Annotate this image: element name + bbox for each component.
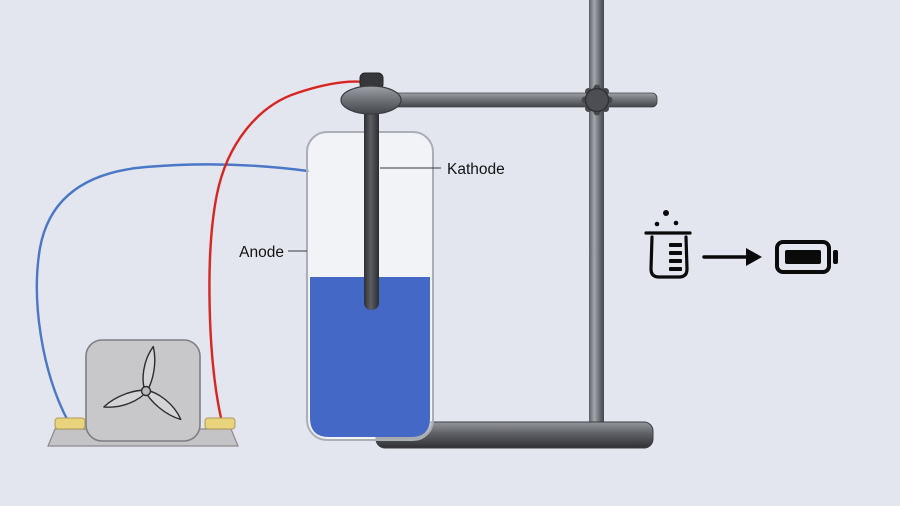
battery-icon [775, 240, 838, 274]
beaker-icon-body [649, 235, 689, 279]
battery-outline [775, 240, 831, 274]
stand-crossbar [367, 92, 658, 108]
stand-pole [589, 0, 604, 424]
clamp-knob-icon [581, 84, 613, 116]
liquid [310, 277, 430, 437]
electrode-rod [364, 84, 379, 310]
labels: Kathode Anode [239, 161, 505, 261]
wire-red [208, 80, 366, 420]
contact-pad-right [204, 417, 236, 430]
electrode [340, 72, 402, 310]
battery-charge-bar [785, 250, 821, 264]
beaker-bubbles-icon [644, 210, 692, 279]
lab-stand [367, 0, 658, 449]
generator [47, 339, 239, 447]
arrow-right-icon [702, 248, 762, 266]
battery-terminal [833, 250, 838, 264]
stand-clamp [340, 85, 402, 115]
arrow-head [746, 248, 762, 266]
wire-blue [35, 163, 310, 423]
anode-label: Anode [239, 244, 284, 261]
wind-turbine-icon [103, 345, 182, 421]
kathode-label: Kathode [447, 161, 505, 178]
contact-pad-left [54, 417, 86, 430]
